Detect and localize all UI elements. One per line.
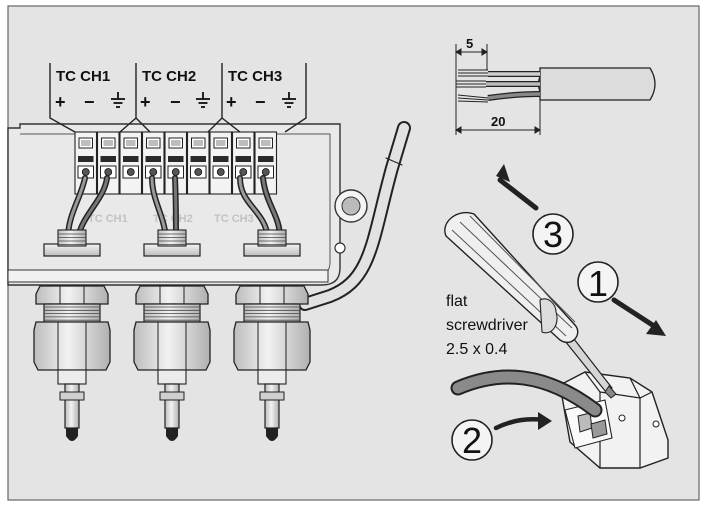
terminal-slot	[209, 131, 233, 195]
sheath-length-value: 20	[491, 114, 505, 129]
spring-terminal	[559, 371, 669, 469]
terminal-block	[74, 131, 278, 195]
cable-gland	[33, 285, 111, 441]
step-markers: 1 2 3	[451, 213, 619, 461]
channel-title-ch1: TC CH1	[56, 68, 110, 85]
terminal-slot	[254, 131, 278, 195]
minus-symbol-ch1: −	[84, 92, 95, 112]
plus-symbol-ch1: +	[55, 92, 66, 112]
terminal-slot	[186, 131, 210, 195]
step-marker-3: 3	[532, 213, 574, 255]
board-label-ch1: TC CH1	[88, 213, 128, 225]
arrow-icon	[611, 297, 657, 329]
gland-seat	[243, 229, 301, 257]
ground-icon	[282, 92, 296, 108]
polarity-row: + − + − + −	[55, 92, 266, 112]
minus-symbol-ch3: −	[255, 92, 266, 112]
board-label-ch3: TC CH3	[214, 213, 254, 225]
tool-caption-line1: flat	[446, 293, 468, 310]
plus-symbol-ch2: +	[140, 92, 151, 112]
channel-title-ch2: TC CH2	[142, 68, 196, 85]
svg-text:1: 1	[588, 263, 608, 304]
tool-caption-line3: 2.5 x 0.4	[446, 341, 507, 358]
inserted-cable	[450, 369, 603, 418]
gland-seat	[143, 229, 201, 257]
mounting-screw	[334, 189, 368, 223]
board-labels: TC CH1 TC CH2 TC CH3	[88, 213, 254, 225]
cable-gland	[233, 285, 311, 441]
ground-icon	[111, 92, 125, 108]
cable-gland	[133, 285, 211, 441]
terminal-slot	[74, 131, 98, 195]
cable-glands	[33, 285, 311, 441]
side-cable	[298, 121, 411, 311]
terminal-slot	[96, 131, 120, 195]
terminal-slot	[119, 131, 143, 195]
svg-text:3: 3	[543, 214, 563, 255]
strip-length-value: 5	[466, 36, 473, 51]
channel-brackets	[49, 63, 307, 133]
channel-titles: TC CH1 TC CH2 TC CH3	[56, 68, 282, 85]
tool-caption: flat screwdriver 2.5 x 0.4	[446, 293, 528, 358]
ground-icon	[196, 92, 210, 108]
ground-icons	[111, 92, 296, 108]
cable-strip-drawing: 5 20	[455, 36, 656, 135]
gland-seat	[43, 229, 101, 257]
tool-caption-line2: screwdriver	[446, 317, 528, 334]
arrow-icon	[497, 177, 539, 211]
housing-hole	[334, 242, 346, 254]
terminal-slot	[231, 131, 255, 195]
svg-text:2: 2	[462, 420, 482, 461]
step-marker-1: 1	[577, 261, 619, 304]
plus-symbol-ch3: +	[226, 92, 237, 112]
step-arrows	[493, 164, 666, 431]
terminal-slot	[141, 131, 165, 195]
screwdriver	[444, 211, 617, 399]
minus-symbol-ch2: −	[170, 92, 181, 112]
gland-seats	[43, 229, 301, 257]
step-marker-2: 2	[451, 419, 493, 461]
channel-title-ch3: TC CH3	[228, 68, 282, 85]
terminal-slot	[164, 131, 188, 195]
